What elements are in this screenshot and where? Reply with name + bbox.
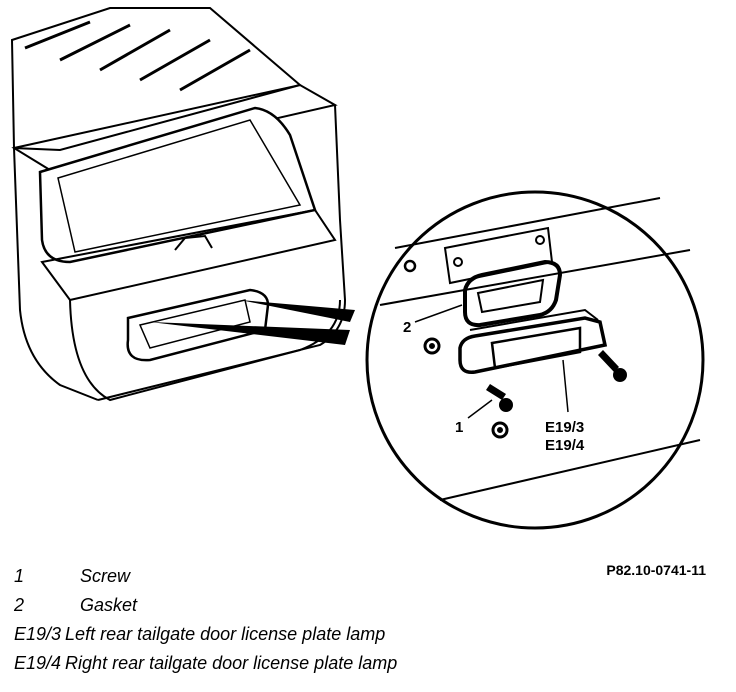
callout-lamp-left: E19/3 <box>545 419 584 436</box>
legend-desc: Screw <box>80 566 131 586</box>
legend-item: 2 Gasket <box>14 595 137 616</box>
callout-gasket: 2 <box>403 319 411 336</box>
legend-key: E19/3 <box>14 624 62 644</box>
callout-lamp-right: E19/4 <box>545 437 585 454</box>
legend-key: E19/4 <box>14 653 62 673</box>
vehicle-rear <box>10 7 347 402</box>
tailgate-diagram: 1 2 E19/3 E19/4 <box>10 7 705 530</box>
pointer-wedges <box>150 300 355 345</box>
legend-desc: Gasket <box>80 595 138 615</box>
figure-reference: P82.10-0741-11 <box>606 562 706 578</box>
callout-screw: 1 <box>455 419 463 436</box>
legend-desc: Right rear tailgate door license plate l… <box>65 653 398 673</box>
legend-key: 1 <box>14 566 25 586</box>
legend-item: 1 Screw <box>14 566 130 587</box>
detail-circle <box>365 190 705 530</box>
legend-key: 2 <box>14 595 25 615</box>
legend-desc: Left rear tailgate door license plate la… <box>65 624 386 644</box>
